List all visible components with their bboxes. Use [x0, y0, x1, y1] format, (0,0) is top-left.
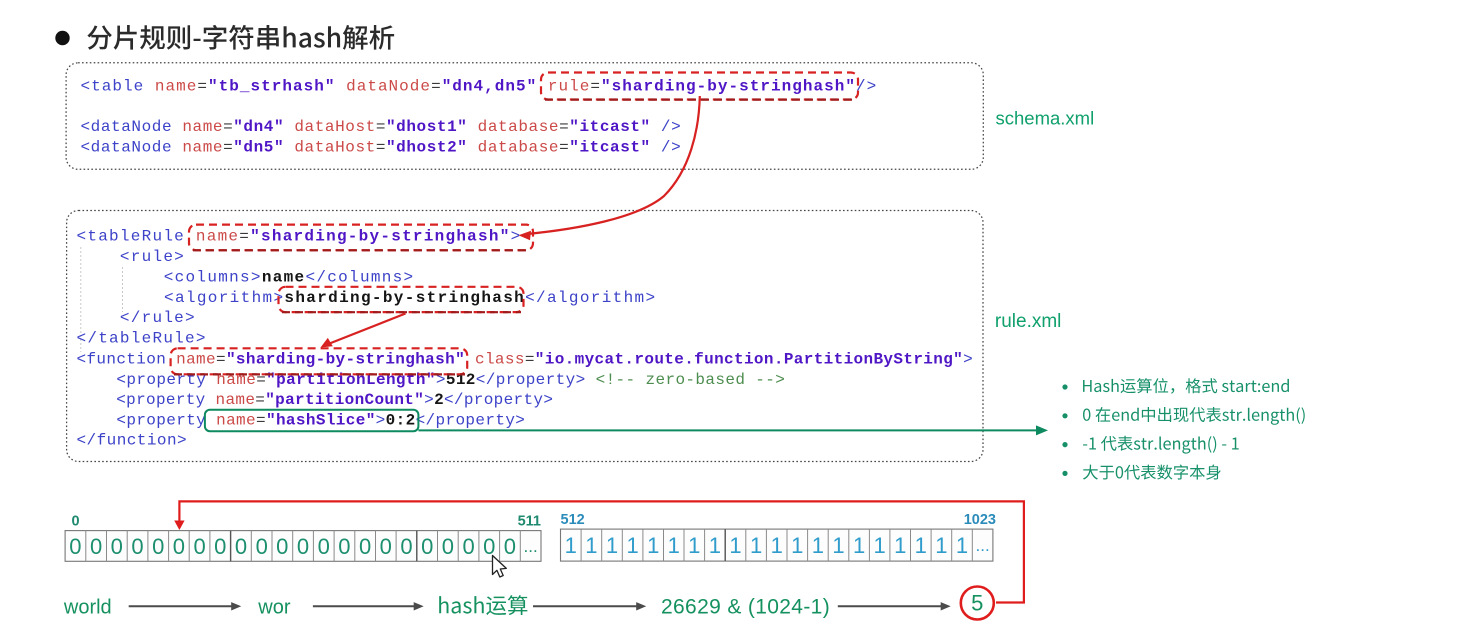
svg-text:0: 0: [256, 534, 268, 559]
svg-text:rule.xml: rule.xml: [995, 311, 1062, 332]
svg-text:</function>: </function>: [77, 432, 188, 450]
svg-text:world: world: [63, 596, 112, 618]
svg-text:1: 1: [791, 533, 803, 558]
svg-text:0: 0: [193, 534, 205, 559]
svg-text:1: 1: [853, 533, 865, 558]
svg-text:<tableRule name="sharding-by-s: <tableRule name="sharding-by-stringhash"…: [77, 228, 522, 246]
svg-text:1: 1: [935, 533, 947, 558]
svg-text:1: 1: [894, 533, 906, 558]
svg-text:0: 0: [483, 534, 495, 559]
svg-text:1: 1: [812, 533, 824, 558]
svg-text:0: 0: [400, 534, 412, 559]
svg-text:<property name="hashSlice">0:2: <property name="hashSlice">0:2</property…: [77, 411, 526, 429]
svg-text:<columns>name</columns>: <columns>name</columns>: [77, 268, 415, 286]
svg-text:1: 1: [832, 533, 844, 558]
svg-text:26629 & (1024-1): 26629 & (1024-1): [661, 595, 830, 618]
svg-text:<algorithm>sharding-by-stringh: <algorithm>sharding-by-stringhash</algor…: [77, 289, 657, 307]
svg-text:0: 0: [338, 534, 350, 559]
svg-text:0: 0: [90, 534, 102, 559]
svg-text:0: 0: [318, 534, 330, 559]
svg-text:<property name="partitionCount: <property name="partitionCount">2</prope…: [77, 391, 554, 409]
svg-text:0: 0: [152, 534, 164, 559]
svg-text:511: 511: [518, 514, 541, 530]
svg-text:1: 1: [626, 533, 638, 558]
svg-text:0: 0: [359, 534, 371, 559]
svg-text:0: 0: [504, 534, 516, 559]
svg-text:0: 0: [214, 534, 226, 559]
svg-text:...: ...: [524, 537, 538, 556]
svg-text:512: 512: [561, 512, 585, 528]
svg-text:0: 0: [131, 534, 143, 559]
svg-text:1: 1: [750, 533, 762, 558]
svg-text:0: 0: [442, 534, 454, 559]
svg-text:1: 1: [585, 533, 597, 558]
svg-text:<table name="tb_strhash" dataN: <table name="tb_strhash" dataNode="dn4,d…: [81, 78, 878, 96]
svg-text:1: 1: [565, 533, 577, 558]
svg-text:0: 0: [421, 534, 433, 559]
svg-text:...: ...: [976, 536, 990, 555]
svg-text:0: 0: [69, 534, 81, 559]
svg-text:0: 0: [111, 534, 123, 559]
svg-text:1: 1: [771, 533, 783, 558]
svg-text:</rule>: </rule>: [77, 309, 196, 327]
svg-text:1: 1: [688, 533, 700, 558]
svg-text:0: 0: [235, 534, 247, 559]
svg-text:</tableRule>: </tableRule>: [77, 330, 207, 348]
svg-text:5: 5: [971, 591, 983, 616]
svg-text:1023: 1023: [964, 512, 996, 528]
svg-text:0: 0: [380, 534, 392, 559]
svg-text:0: 0: [297, 534, 309, 559]
svg-text:<rule>: <rule>: [77, 248, 186, 266]
svg-text:<dataNode name="dn4" dataHost=: <dataNode name="dn4" dataHost="dhost1" d…: [81, 118, 682, 136]
svg-text:1: 1: [915, 533, 927, 558]
svg-text:0: 0: [173, 534, 185, 559]
svg-text:0: 0: [462, 534, 474, 559]
svg-text:1: 1: [668, 533, 680, 558]
svg-text:1: 1: [956, 533, 968, 558]
svg-text:1: 1: [606, 533, 618, 558]
svg-text:<dataNode name="dn5" dataHost=: <dataNode name="dn5" dataHost="dhost2" d…: [81, 139, 682, 157]
svg-text:0: 0: [276, 534, 288, 559]
svg-text:<function name="sharding-by-st: <function name="sharding-by-stringhash" …: [77, 350, 974, 368]
svg-text:0: 0: [72, 514, 80, 530]
svg-text:1: 1: [729, 533, 741, 558]
svg-text:1: 1: [709, 533, 721, 558]
svg-text:schema.xml: schema.xml: [996, 108, 1095, 129]
svg-text:1: 1: [647, 533, 659, 558]
svg-text:wor: wor: [257, 596, 291, 618]
svg-text:1: 1: [873, 533, 885, 558]
